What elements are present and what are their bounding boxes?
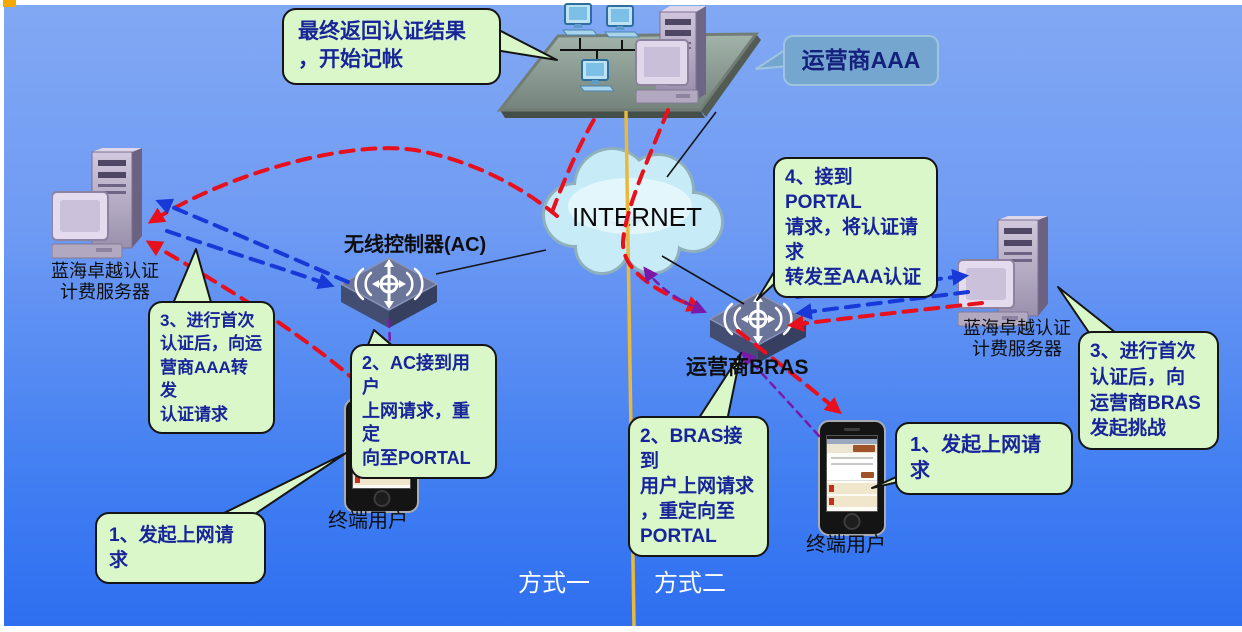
right-server-label: 蓝海卓越认证 计费服务器 [963, 318, 1071, 359]
ac-switch-label: 无线控制器(AC) [344, 234, 487, 256]
callout-operator-aaa: 运营商AAA [783, 35, 939, 86]
portal-list-row [353, 474, 410, 485]
portal-list-row [827, 483, 877, 494]
phone-screen [826, 435, 878, 512]
aaa-server-farm [496, 3, 761, 118]
workstation-icon [561, 3, 599, 36]
platform-side [700, 34, 761, 117]
callout-method2-step2: 2、BRAS接到 用户上网请求 ，重定向至 PORTAL [628, 416, 769, 558]
callout-method1-step1: 1、发起上网请求 [95, 512, 266, 585]
corner-accent [3, 0, 16, 7]
callout-method1-step3: 3、进行首次 认证后，向运 营商AAA转发 认证请求 [148, 301, 275, 435]
callout-final-result: 最终返回认证结果 ，开始记帐 [282, 8, 501, 85]
bras-switch-label: 运营商BRAS [686, 356, 809, 379]
method1-label: 方式一 [518, 570, 590, 597]
internet-label: INTERNET [572, 202, 702, 232]
portal-tab-bar [827, 444, 877, 453]
callout-method1-step2: 2、AC接到用户 上网请求，重定 向至PORTAL [350, 344, 497, 479]
callout-method2-step3: 3、进行首次 认证后，向 运营商BRAS 发起挑战 [1078, 331, 1219, 451]
form-field-line [831, 463, 873, 465]
row-icon [355, 476, 360, 483]
portal-list-row [827, 496, 877, 507]
phone-speaker [844, 428, 860, 431]
left-server-label: 蓝海卓越认证 计费服务器 [51, 261, 159, 302]
internet-cloud: INTERNET [542, 147, 724, 275]
left-auth-server-icon [52, 148, 142, 259]
phone-status-bar [827, 436, 877, 439]
right-auth-server-icon [958, 216, 1048, 327]
portal-login-button [861, 472, 874, 478]
left-phone-label: 终端用户 [328, 510, 408, 532]
callout-method2-step1: 1、发起上网请求 [895, 422, 1073, 495]
row-icon [829, 498, 834, 505]
portal-login-form [827, 457, 877, 481]
phone-browser-bar [827, 439, 877, 444]
form-field-line [831, 457, 873, 459]
method2-label: 方式二 [654, 570, 726, 597]
console-monitor-icon [635, 39, 699, 104]
phone-home-button [843, 513, 861, 530]
right-phone-label: 终端用户 [806, 534, 886, 556]
workstation-icon [578, 59, 616, 92]
ac-switch-icon [339, 257, 439, 328]
callout-method2-step4: 4、接到PORTAL 请求，将认证请求 转发至AAA认证 [773, 157, 938, 299]
workstation-icon [603, 5, 641, 38]
portal-active-tab [852, 445, 875, 452]
row-icon [829, 485, 834, 492]
right-user-phone [818, 420, 886, 536]
phone-home-button [373, 490, 390, 507]
